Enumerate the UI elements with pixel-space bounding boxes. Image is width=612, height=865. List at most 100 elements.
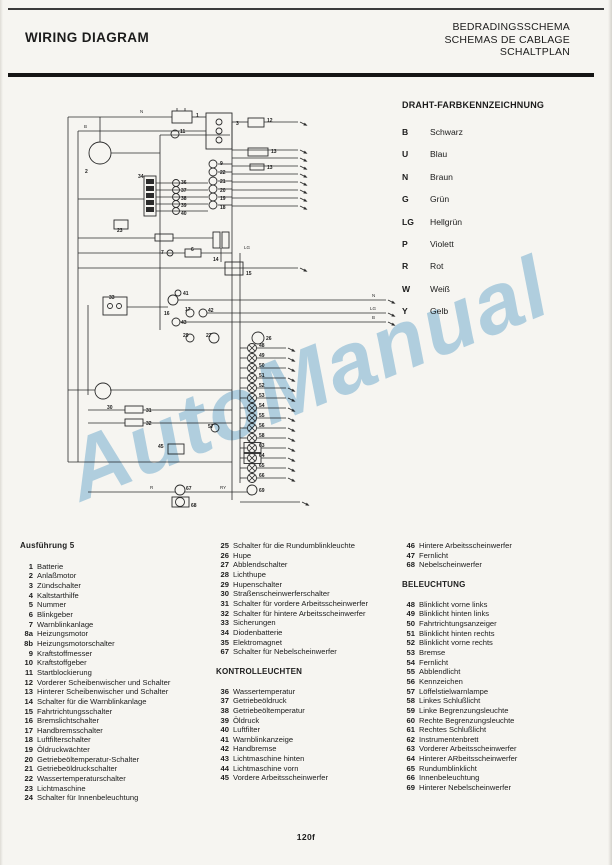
ground-lead [387,321,393,325]
ground-arrow-icon [303,166,308,170]
item-label: Abblendlicht [419,667,461,677]
item-label: Rundumblinklicht [419,763,477,773]
page-number: 120f [296,832,316,842]
item-label: Blinkgeber [37,609,73,619]
ground-arrow-icon [391,313,396,317]
list-heading-ausfuehrung: Ausführung 5 [20,541,75,550]
item-label: Wassertemperatur [233,686,296,696]
item-label: Fernlicht [419,550,449,560]
item-number: 24 [24,793,33,803]
wire-color-code: U [402,149,409,160]
list-item: 65 Rundumblinklicht [402,764,604,774]
ground-arrow-icon [291,348,296,352]
ground-lead [299,157,305,161]
wire-color-code: B [402,127,409,137]
component-circle [107,303,113,309]
item-label: Abblendschalter [233,560,288,570]
diode-cell [146,207,154,212]
item-number: 6 [28,609,33,619]
component-number: 3 [236,121,239,127]
list-heading-beleuchtung: BELEUCHTUNG [402,579,466,589]
component-circle [208,167,218,177]
component-circle [116,303,122,309]
component-number: 16 [164,311,170,317]
ground-lead [299,149,305,153]
ground-arrow-icon [291,448,296,452]
item-number: 28 [220,569,229,579]
ground-lead [287,467,293,471]
ground-lead [287,397,293,401]
lamp-filament [248,344,256,352]
item-label: Blinklicht hinten rechts [419,628,495,638]
component-circle [185,308,195,318]
item-number: 57 [406,686,415,696]
item-number: 15 [24,706,33,716]
item-label: Lichtmaschine hinten [233,754,305,764]
ground-lead [299,121,305,125]
item-number: 43 [220,754,229,764]
component-circle [208,176,218,186]
ground-arrow-icon [291,438,296,442]
lamp-symbol [247,393,257,403]
lamp-symbol [247,373,257,383]
page-edge-right [608,0,612,865]
item-number: 34 [220,627,229,637]
component-circle [215,136,223,144]
item-label: Blinklicht vorne rechts [419,638,493,648]
component-number: 7 [161,250,164,256]
item-number: 65 [406,763,415,773]
wire-color-name: Weiß [430,283,450,294]
component-number: 67 [186,486,192,492]
wire-color-label: R [150,485,154,490]
item-number: 23 [24,783,33,793]
item-label: Lichthupe [233,569,266,579]
item-number: 54 [406,657,415,667]
component-circle [208,184,218,194]
wire-color-label: LG [370,306,377,311]
item-label: Kraftstoffmesser [37,648,93,658]
ground-lead [287,477,293,481]
item-label: Kennzeichen [419,676,463,686]
wire-color-name: Gelb [430,306,449,317]
component-number: 22 [220,170,226,176]
lamp-number: 52 [259,383,265,389]
wire-color-label: B [372,315,375,320]
ground-lead [299,181,305,185]
component-box [124,418,144,427]
top-rule [8,8,604,10]
item-number: 46 [406,541,415,550]
ground-arrow-icon [303,268,308,272]
wire-color-code: G [402,194,409,205]
component-circle [208,200,218,210]
wire-color-code: Y [402,306,408,317]
ground-lead [301,501,307,505]
component-number: 38 [181,196,187,202]
header-line-nl: BEDRADINGSSCHEMA [452,21,570,33]
wire-color-name: Braun [430,171,453,182]
item-label: Lichtmaschine [37,783,86,793]
item-label: Rechtes Schlußlicht [419,725,487,735]
lamp-symbol [247,423,257,433]
component-number: 6 [191,247,194,253]
item-number: 42 [220,744,229,754]
item-number: 8a [24,629,33,639]
